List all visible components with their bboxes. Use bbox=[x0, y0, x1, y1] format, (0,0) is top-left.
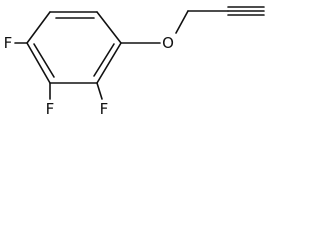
atom-label-oxygen: O bbox=[162, 34, 174, 52]
bond-oxygen-to-ch2 bbox=[175, 10, 189, 34]
chemical-structure-diagram: F F F O bbox=[4, 6, 265, 118]
ring-double-bond-left bbox=[33, 43, 55, 78]
ring-bond-lower-left bbox=[26, 42, 51, 84]
ring-bond-lower-right bbox=[96, 42, 122, 84]
ring-double-bond-right bbox=[93, 43, 115, 77]
atom-label-fluorine-bottom-right: F bbox=[100, 100, 109, 118]
atom-label-fluorine-bottom-left: F bbox=[46, 100, 55, 118]
ring-bond-upper-left bbox=[26, 11, 51, 44]
bond-ring-to-fluorine-bottom-right bbox=[96, 82, 103, 100]
ring-bond-upper-right bbox=[96, 11, 122, 44]
atom-label-fluorine-left: F bbox=[4, 34, 13, 52]
